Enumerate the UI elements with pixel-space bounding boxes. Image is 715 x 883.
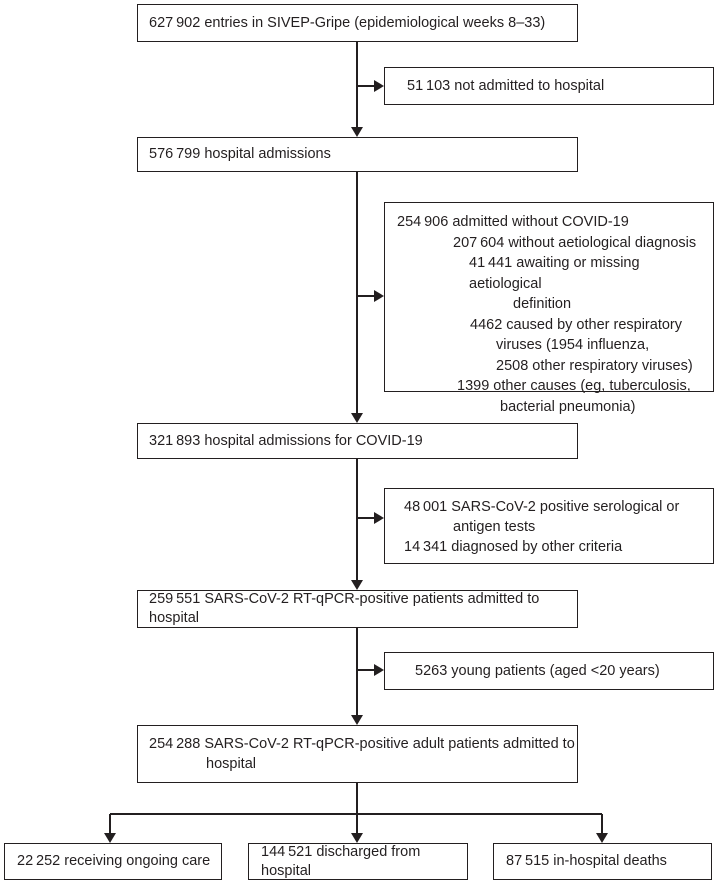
- connector-vertical-4: [356, 628, 358, 715]
- box-young-patients: 5263 young patients (aged <20 years): [384, 652, 714, 690]
- box-not-admitted-text: 51 103 not admitted to hospital: [407, 77, 605, 94]
- box-line: 2508 other respiratory viruses): [496, 357, 693, 374]
- arrowhead-down-icon: [351, 413, 363, 423]
- connector-branch-2: [357, 295, 374, 297]
- box-entries: 627 902 entries in SIVEP-Gripe (epidemio…: [137, 4, 578, 42]
- box-line: bacterial pneumonia): [500, 398, 636, 415]
- arrowhead-down-icon: [351, 833, 363, 843]
- box-line: 207 604 without aetiological diagnosis: [453, 234, 697, 251]
- arrowhead-right-icon: [374, 80, 384, 92]
- box-covid-admissions-text: 321 893 hospital admissions for COVID-19: [149, 432, 423, 449]
- connector-drop-left: [109, 814, 111, 833]
- box-line: 254 906 admitted without COVID-19: [397, 214, 629, 230]
- box-deaths: 87 515 in-hospital deaths: [493, 843, 712, 880]
- box-line: 48 001 SARS-CoV-2 positive serological o…: [404, 499, 680, 515]
- box-discharged-text: 144 521 discharged from hospital: [261, 843, 421, 879]
- arrowhead-down-icon: [104, 833, 116, 843]
- box-line: viruses (1954 influenza,: [496, 337, 650, 353]
- box-ongoing-care-text: 22 252 receiving ongoing care: [17, 853, 211, 869]
- box-line: 14 341 diagnosed by other criteria: [404, 539, 623, 555]
- box-line: definition: [513, 296, 572, 312]
- box-adult-patients-line: 254 288 SARS-CoV-2 RT-qPCR-positive adul…: [149, 736, 575, 752]
- connector-drop-right: [601, 814, 603, 833]
- box-not-admitted: 51 103 not admitted to hospital: [384, 67, 714, 105]
- box-covid-admissions: 321 893 hospital admissions for COVID-19: [137, 423, 578, 459]
- box-ongoing-care: 22 252 receiving ongoing care: [4, 843, 222, 880]
- connector-branch-3: [357, 517, 374, 519]
- box-rtqpcr-positive: 259 551 SARS-CoV-2 RT-qPCR-positive pati…: [137, 590, 578, 628]
- arrowhead-down-icon: [351, 127, 363, 137]
- box-hospital-admissions: 576 799 hospital admissions: [137, 137, 578, 172]
- box-rtqpcr-positive-text: 259 551 SARS-CoV-2 RT-qPCR-positive pati…: [149, 591, 540, 626]
- box-hospital-admissions-text: 576 799 hospital admissions: [149, 146, 331, 162]
- arrowhead-down-icon: [351, 580, 363, 590]
- box-line: antigen tests: [453, 519, 536, 535]
- arrowhead-right-icon: [374, 664, 384, 676]
- connector-vertical-3: [356, 459, 358, 580]
- connector-vertical-1: [356, 42, 358, 127]
- box-line: 4462 caused by other respiratory: [470, 316, 682, 333]
- box-other-diagnosis: 48 001 SARS-CoV-2 positive serological o…: [384, 488, 714, 564]
- box-adult-patients-line: hospital: [206, 756, 256, 772]
- arrowhead-right-icon: [374, 512, 384, 524]
- connector-vertical-5: [356, 783, 358, 833]
- box-admitted-without-covid: 254 906 admitted without COVID-19 207 60…: [384, 202, 714, 415]
- connector-distribution: [110, 813, 602, 815]
- connector-branch-4: [357, 669, 374, 671]
- box-entries-text: 627 902 entries in SIVEP-Gripe (epidemio…: [149, 14, 546, 31]
- box-deaths-text: 87 515 in-hospital deaths: [506, 853, 667, 869]
- connector-vertical-2: [356, 172, 358, 413]
- box-line: 1399 other causes (eg, tuberculosis,: [457, 378, 691, 394]
- arrowhead-right-icon: [374, 290, 384, 302]
- box-line: 41 441 awaiting or missing aetiological: [469, 255, 640, 292]
- arrowhead-down-icon: [351, 715, 363, 725]
- box-adult-patients: 254 288 SARS-CoV-2 RT-qPCR-positive adul…: [137, 725, 578, 783]
- arrowhead-down-icon: [596, 833, 608, 843]
- box-young-patients-text: 5263 young patients (aged <20 years): [415, 662, 660, 679]
- connector-branch-1: [357, 85, 374, 87]
- box-discharged: 144 521 discharged from hospital: [248, 843, 468, 880]
